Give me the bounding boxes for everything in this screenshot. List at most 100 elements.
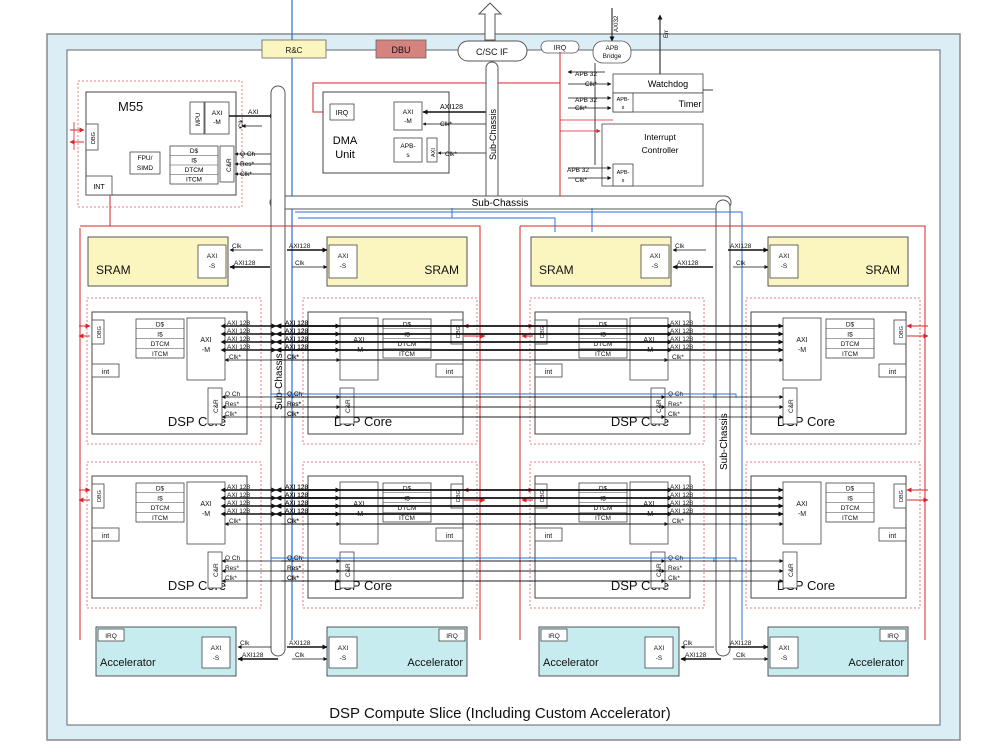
- timer-apb-2: s: [622, 105, 625, 111]
- sram-axi128: AXI128: [234, 260, 256, 267]
- accelerator-irq: [879, 628, 907, 642]
- dsp-axi128-2: AXI 128: [227, 328, 251, 335]
- dsp-signal-2: Res*: [668, 565, 683, 572]
- dsp-int-label: int: [889, 533, 896, 540]
- dsp-int-label: int: [889, 369, 896, 376]
- dsp-int-label: int: [446, 533, 453, 540]
- sram-axi-s-1: AXI: [338, 253, 349, 260]
- dsp-mem-dtcm: DTCM: [841, 341, 860, 348]
- m55-fpu-1: FPU/: [138, 155, 153, 162]
- accelerator-axi-s-2: -S: [340, 655, 347, 662]
- sram-clk: Clk: [736, 260, 746, 267]
- sub-chassis-horizontal: [269, 195, 732, 210]
- m55-title: M55: [118, 99, 143, 114]
- m55-fpu-box: [129, 151, 161, 175]
- sub-chassis-horizontal-label: Sub-Chassis: [472, 198, 529, 209]
- dsp-dbg-label: DBG: [899, 326, 905, 338]
- dsp-axi128-1: AXI 128: [227, 320, 251, 327]
- rc-box: [261, 39, 327, 59]
- dsp-axi-m-1: AXI: [643, 337, 654, 344]
- dsp-mem-itcm: ITCM: [399, 351, 415, 358]
- dsp-axi128-3: AXI 128: [285, 336, 309, 343]
- dsp-cr-label: C&R: [213, 563, 220, 577]
- dma-irq: [329, 103, 355, 121]
- dsp-dbg-label: DBG: [540, 326, 546, 338]
- dsp-mem-itcm: ITCM: [399, 515, 415, 522]
- dsp-signal-3: Clk*: [668, 411, 680, 418]
- dsp-axi-m-1: AXI: [643, 501, 654, 508]
- dsp-axi128-3: AXI 128: [227, 500, 251, 507]
- dsp-axi128-3: AXI 128: [285, 500, 309, 507]
- accelerator-clk: Clk: [240, 640, 250, 647]
- apb32-label-2: APB 32: [575, 97, 597, 104]
- intc-label-2: Controller: [642, 145, 679, 155]
- m55-axi-label: AXI: [248, 109, 259, 116]
- sub-chassis-left-label: Sub-Chassis: [274, 353, 285, 410]
- m55-dbg-label: DBG: [91, 132, 97, 144]
- periph-clk-3: Clk*: [575, 177, 587, 184]
- dsp-signal-1: Q Ch: [287, 391, 303, 398]
- dsp-axi-m-1: AXI: [200, 337, 211, 344]
- m55-mem-is: I$: [191, 158, 197, 165]
- dma-title-1: DMA: [333, 135, 358, 147]
- dsp-axi128-1: AXI 128: [227, 484, 251, 491]
- dsp-axi-m: [186, 481, 226, 545]
- dsp-signal-1: Q Ch: [287, 555, 303, 562]
- dsp-mem-itcm: ITCM: [152, 515, 168, 522]
- sram-axi-s: [197, 244, 227, 279]
- accelerator-irq: [97, 628, 125, 642]
- dsp-mem-dtcm: DTCM: [151, 341, 170, 348]
- accelerator-axi128: AXI128: [685, 652, 707, 659]
- dsp-int-label: int: [102, 533, 109, 540]
- dsp-signal-1: Q Ch: [225, 555, 241, 562]
- dsp-signal-3: Clk*: [668, 575, 680, 582]
- dma-apb-s: [393, 137, 423, 163]
- dsp-clk: Clk*: [229, 354, 241, 361]
- dsp-dbg: [91, 319, 105, 345]
- dsp-int-label: int: [102, 369, 109, 376]
- dsp-mem-itcm: ITCM: [595, 515, 611, 522]
- accelerator-axi128: AXI128: [242, 652, 264, 659]
- dsp-axi-m-1: AXI: [200, 501, 211, 508]
- dsp-dbg: [91, 483, 105, 509]
- dsp-int: [878, 527, 907, 542]
- dbu-box: [375, 39, 427, 59]
- dsp-dbg-label: DBG: [97, 326, 103, 338]
- m55-mem-ds: D$: [190, 148, 199, 155]
- sub-chassis-top-vertical-label: Sub-Chassis: [488, 108, 498, 160]
- dsp-axi128-4: AXI 128: [227, 344, 251, 351]
- m55-cr: [219, 145, 235, 183]
- dsp-axi128-2: AXI 128: [285, 328, 309, 335]
- sram-axi-s-2: -S: [209, 263, 216, 270]
- dsp-axi128-4: AXI 128: [285, 508, 309, 515]
- accelerator-axi-s-1: AXI: [779, 645, 790, 652]
- dma-apb-s-1: APB-: [400, 143, 415, 150]
- accelerator-irq-label: IRQ: [105, 633, 117, 640]
- dma-apb-s-2: s: [406, 152, 410, 159]
- dsp-mem-ds: D$: [403, 486, 412, 493]
- dsp-clk: Clk*: [287, 518, 299, 525]
- accelerator-axi-s-1: AXI: [654, 645, 665, 652]
- dsp-signal-1: Q Ch: [287, 555, 303, 562]
- accelerator-clk: Clk: [736, 652, 746, 659]
- intc-apb-1: APB-: [617, 170, 630, 176]
- diagram-caption: DSP Compute Slice (Including Custom Acce…: [329, 705, 671, 722]
- periph-clk-2: Clk*: [575, 105, 587, 112]
- accelerator-irq-label: IRQ: [887, 633, 899, 640]
- dsp-signal-1: Q Ch: [668, 391, 684, 398]
- dsp-int-label: int: [545, 533, 552, 540]
- accelerator-clk: Clk: [683, 640, 693, 647]
- dsp-dbg-label: DBG: [456, 326, 462, 338]
- sram-clk: Clk: [295, 260, 305, 267]
